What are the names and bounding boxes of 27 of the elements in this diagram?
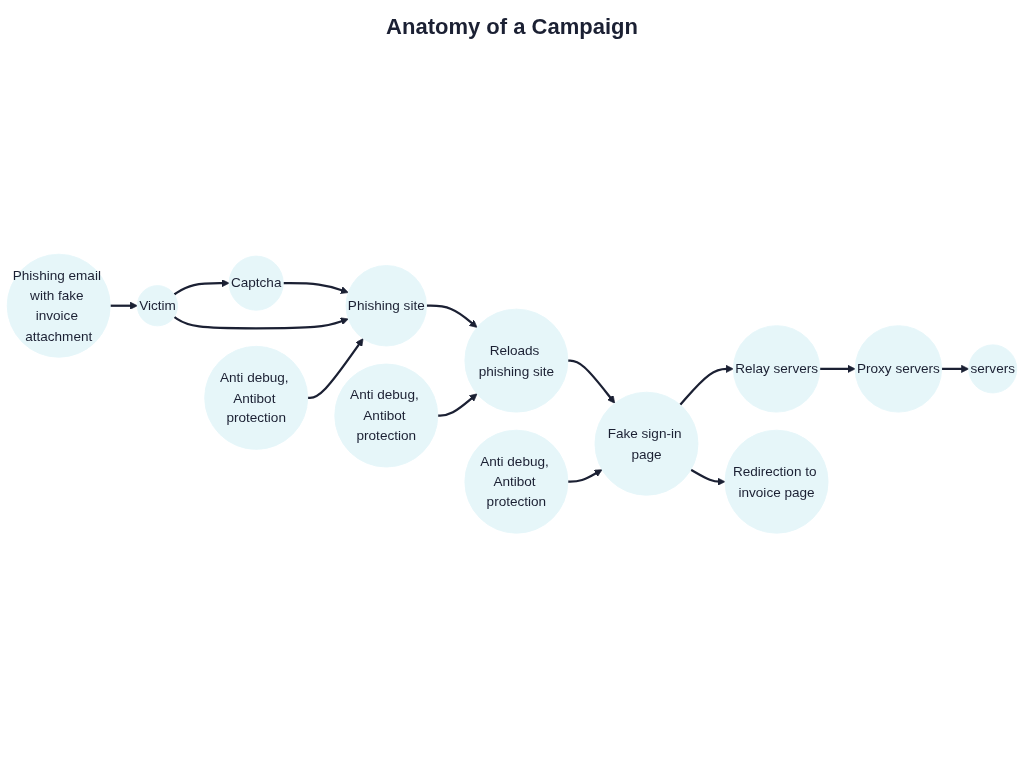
arrow: [283, 282, 349, 295]
arrow: [426, 304, 478, 329]
arrow: [307, 338, 364, 400]
node-circle: Victim: [136, 285, 179, 327]
node-circle: Captcha: [228, 255, 284, 311]
node-circle: Reloads phishing site: [464, 308, 569, 413]
node-circle: Anti debug, Antibot protection: [334, 363, 439, 468]
node-circle: Anti debug, Antibot protection: [204, 346, 309, 451]
arrow: [679, 365, 734, 406]
node-circle: Phishing site: [345, 265, 427, 347]
node-circle: Redirection to invoice page: [724, 430, 829, 534]
arrow: [567, 359, 616, 404]
node-circle: Anti debug, Antibot protection: [464, 430, 569, 534]
arrow: [819, 365, 856, 374]
diagram-title: Anatomy of a Campaign: [385, 14, 639, 40]
node-circle: Phishing email with fake invoice attachment: [6, 254, 111, 358]
arrow: [567, 469, 603, 484]
node-circle: Relay servers: [732, 325, 821, 413]
arrow: [437, 393, 478, 417]
arrow: [173, 279, 230, 296]
node-circle: servers: [968, 344, 1018, 394]
arrow: [941, 365, 970, 374]
arrow: [690, 469, 726, 486]
node-circle: Proxy servers: [854, 325, 943, 413]
node-circle: Fake sign-in page: [594, 392, 699, 496]
arrow: [110, 302, 138, 310]
arrow: [173, 316, 349, 330]
